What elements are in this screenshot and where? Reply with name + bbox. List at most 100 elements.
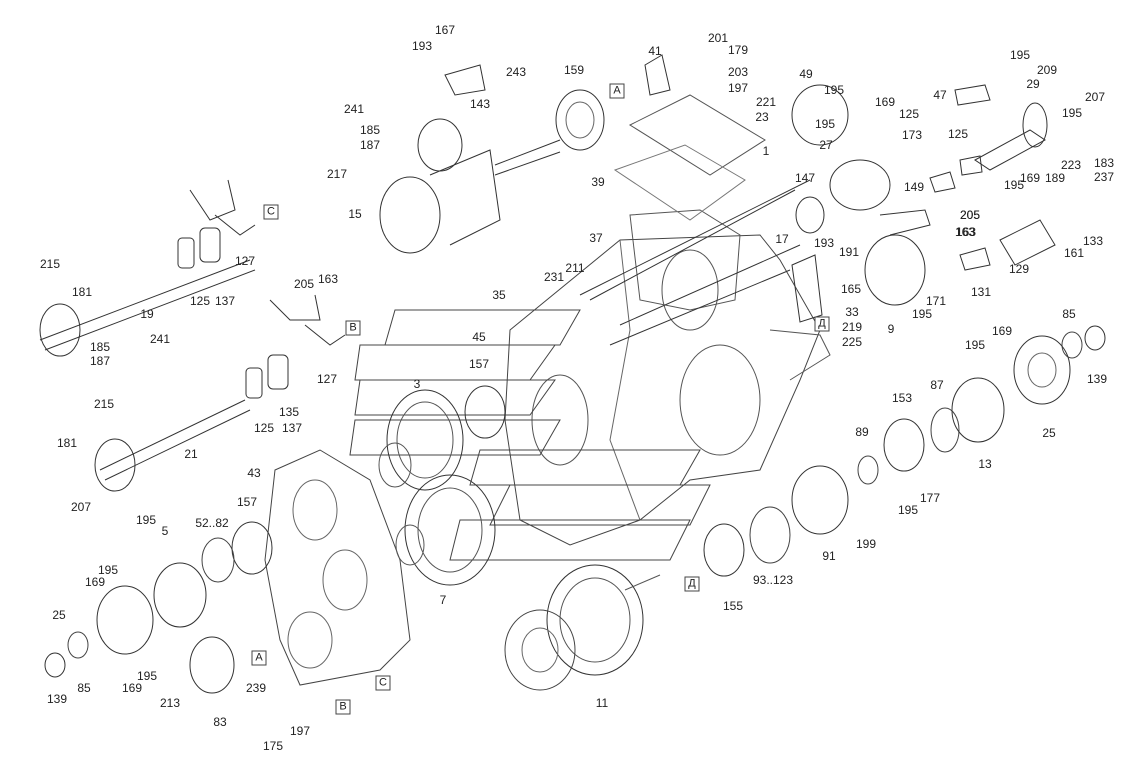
part-label-149: 149 xyxy=(903,180,925,194)
part-label-15: 15 xyxy=(348,207,362,221)
part-label-23: 23 xyxy=(755,110,769,124)
part-label-131: 131 xyxy=(970,285,992,299)
part-label-153: 153 xyxy=(891,391,913,405)
part-label-195: 195 xyxy=(814,117,836,131)
part-label-169: 169 xyxy=(991,324,1013,338)
part-label-157: 157 xyxy=(468,357,490,371)
part-label-89: 89 xyxy=(855,425,869,439)
part-label-133: 133 xyxy=(1082,234,1104,248)
part-label-93--123: 93..123 xyxy=(752,573,794,587)
part-label-159: 159 xyxy=(563,63,585,77)
part-label-27: 27 xyxy=(819,138,833,152)
part-label-25: 25 xyxy=(1042,426,1056,440)
part-label-185: 185 xyxy=(89,340,111,354)
part-label-205: 205 xyxy=(959,208,981,222)
part-label-195: 195 xyxy=(911,307,933,321)
part-label-195: 195 xyxy=(823,83,845,97)
part-label-191: 191 xyxy=(838,245,860,259)
part-label-165: 165 xyxy=(840,282,862,296)
part-label-139: 139 xyxy=(1086,372,1108,386)
part-label-215: 215 xyxy=(93,397,115,411)
part-label-195: 195 xyxy=(964,338,986,352)
part-label-223: 223 xyxy=(1060,158,1082,172)
part-label-187: 187 xyxy=(359,138,381,152)
part-label-35: 35 xyxy=(492,288,506,302)
part-label-127: 127 xyxy=(234,254,256,268)
part-label-195: 195 xyxy=(1009,48,1031,62)
part-label-135: 135 xyxy=(278,405,300,419)
part-label-231: 231 xyxy=(543,270,565,284)
part-label-193: 193 xyxy=(813,236,835,250)
part-label-85: 85 xyxy=(77,681,91,695)
part-label-181: 181 xyxy=(56,436,78,450)
part-label-181: 181 xyxy=(71,285,93,299)
part-label-139: 139 xyxy=(46,692,68,706)
part-label-225: 225 xyxy=(841,335,863,349)
part-label-125: 125 xyxy=(253,421,275,435)
part-label-143: 143 xyxy=(469,97,491,111)
part-label-213: 213 xyxy=(159,696,181,710)
reference-box: В xyxy=(345,320,361,336)
part-label-39: 39 xyxy=(591,175,605,189)
part-label-161: 161 xyxy=(1063,246,1085,260)
part-label-201: 201 xyxy=(707,31,729,45)
part-label-221: 221 xyxy=(755,95,777,109)
part-label-29: 29 xyxy=(1026,77,1040,91)
part-label-11: 11 xyxy=(595,696,609,710)
part-label-183: 183 xyxy=(1093,156,1115,170)
part-label-52--82: 52..82 xyxy=(195,516,229,530)
part-label-185: 185 xyxy=(359,123,381,137)
part-label-125: 125 xyxy=(189,294,211,308)
part-label-189: 189 xyxy=(1044,171,1066,185)
part-label-241: 241 xyxy=(343,102,365,116)
part-label-205: 205 xyxy=(293,277,315,291)
part-label-197: 197 xyxy=(727,81,749,95)
part-label-37: 37 xyxy=(589,231,603,245)
part-label-147: 147 xyxy=(794,171,816,185)
reference-box: Д xyxy=(814,316,830,332)
part-label-199: 199 xyxy=(855,537,877,551)
part-label-137: 137 xyxy=(214,294,236,308)
part-label-187: 187 xyxy=(89,354,111,368)
part-label-45: 45 xyxy=(472,330,486,344)
part-label-217: 217 xyxy=(326,167,348,181)
part-label-163: 163 xyxy=(954,225,976,239)
reference-box: С xyxy=(375,675,391,691)
part-label-211: 211 xyxy=(565,261,585,275)
part-label-193: 193 xyxy=(411,39,433,53)
reference-box: Д xyxy=(684,576,700,592)
part-label-207: 207 xyxy=(70,500,92,514)
part-label-195: 195 xyxy=(1003,178,1025,192)
reference-box: В xyxy=(335,699,351,715)
part-label-157: 157 xyxy=(236,495,258,509)
part-label-5: 5 xyxy=(161,524,169,538)
part-label-155: 155 xyxy=(722,599,744,613)
part-label-195: 195 xyxy=(136,669,158,683)
part-label-163: 163 xyxy=(955,225,977,239)
part-label-7: 7 xyxy=(439,593,447,607)
part-label-195: 195 xyxy=(135,513,157,527)
part-label-3: 3 xyxy=(413,377,421,391)
part-label-203: 203 xyxy=(727,65,749,79)
part-label-137: 137 xyxy=(281,421,303,435)
part-label-1: 1 xyxy=(762,144,770,158)
part-label-33: 33 xyxy=(845,305,859,319)
part-label-21: 21 xyxy=(184,447,198,461)
part-label-239: 239 xyxy=(245,681,267,695)
part-label-83: 83 xyxy=(213,715,227,729)
part-label-241: 241 xyxy=(149,332,171,346)
part-label-195: 195 xyxy=(97,563,119,577)
part-label-209: 209 xyxy=(1036,63,1058,77)
part-label-163: 163 xyxy=(317,272,339,286)
part-label-19: 19 xyxy=(140,307,154,321)
part-label-197: 197 xyxy=(289,724,311,738)
part-label-9: 9 xyxy=(887,322,895,336)
part-label-87: 87 xyxy=(930,378,944,392)
part-label-237: 237 xyxy=(1093,170,1115,184)
part-label-125: 125 xyxy=(947,127,969,141)
part-label-219: 219 xyxy=(841,320,863,334)
part-label-173: 173 xyxy=(901,128,923,142)
part-label-177: 177 xyxy=(919,491,941,505)
part-label-195: 195 xyxy=(897,503,919,517)
